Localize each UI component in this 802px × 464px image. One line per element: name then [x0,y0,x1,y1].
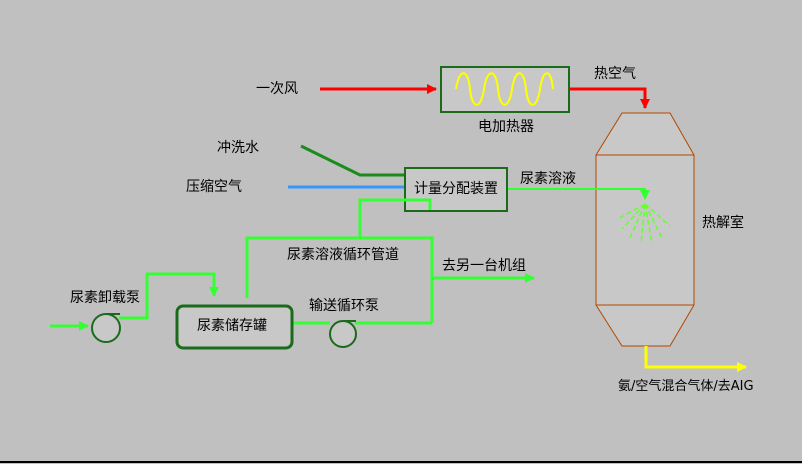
primary-air-label: 一次风 [256,81,298,97]
metering-device [404,167,508,212]
unloading-pump-label: 尿素卸载泵 [70,290,140,306]
to-other-unit-label: 去另一台机组 [442,258,526,274]
electric-heater [440,66,570,113]
unloading-pump-icon [91,313,121,343]
ammonia-outlet-line [644,346,747,372]
pyrolysis-chamber [595,112,695,347]
pyrolysis-chamber-label: 热解室 [702,215,744,231]
storage-tank [175,304,294,350]
unloading-pump-discharge-line [119,272,219,320]
compressed-air-label: 压缩空气 [186,179,242,195]
urea-feed-line [508,188,650,200]
flush-water-line [300,144,404,177]
storage-tank-label: 尿素储存罐 [197,318,267,334]
circulation-pump-icon [329,320,357,348]
urea-loop-pipe-label: 尿素溶液循环管道 [287,247,399,263]
spray-nozzle-icon [617,203,671,245]
urea-solution-label: 尿素溶液 [520,171,576,187]
circulation-pump-label: 输送循环泵 [309,298,379,314]
heater-coil-icon [455,72,554,106]
hot-air-line [569,87,650,109]
electric-heater-label: 电加热器 [478,119,534,135]
ammonia-outlet-label: 氨/空气混合气体/去AIG [618,379,754,394]
urea-circulation-loop [245,198,434,325]
metering-device-label: 计量分配装置 [414,181,498,197]
flush-water-label: 冲洗水 [217,140,259,156]
hot-air-label: 热空气 [594,66,636,82]
